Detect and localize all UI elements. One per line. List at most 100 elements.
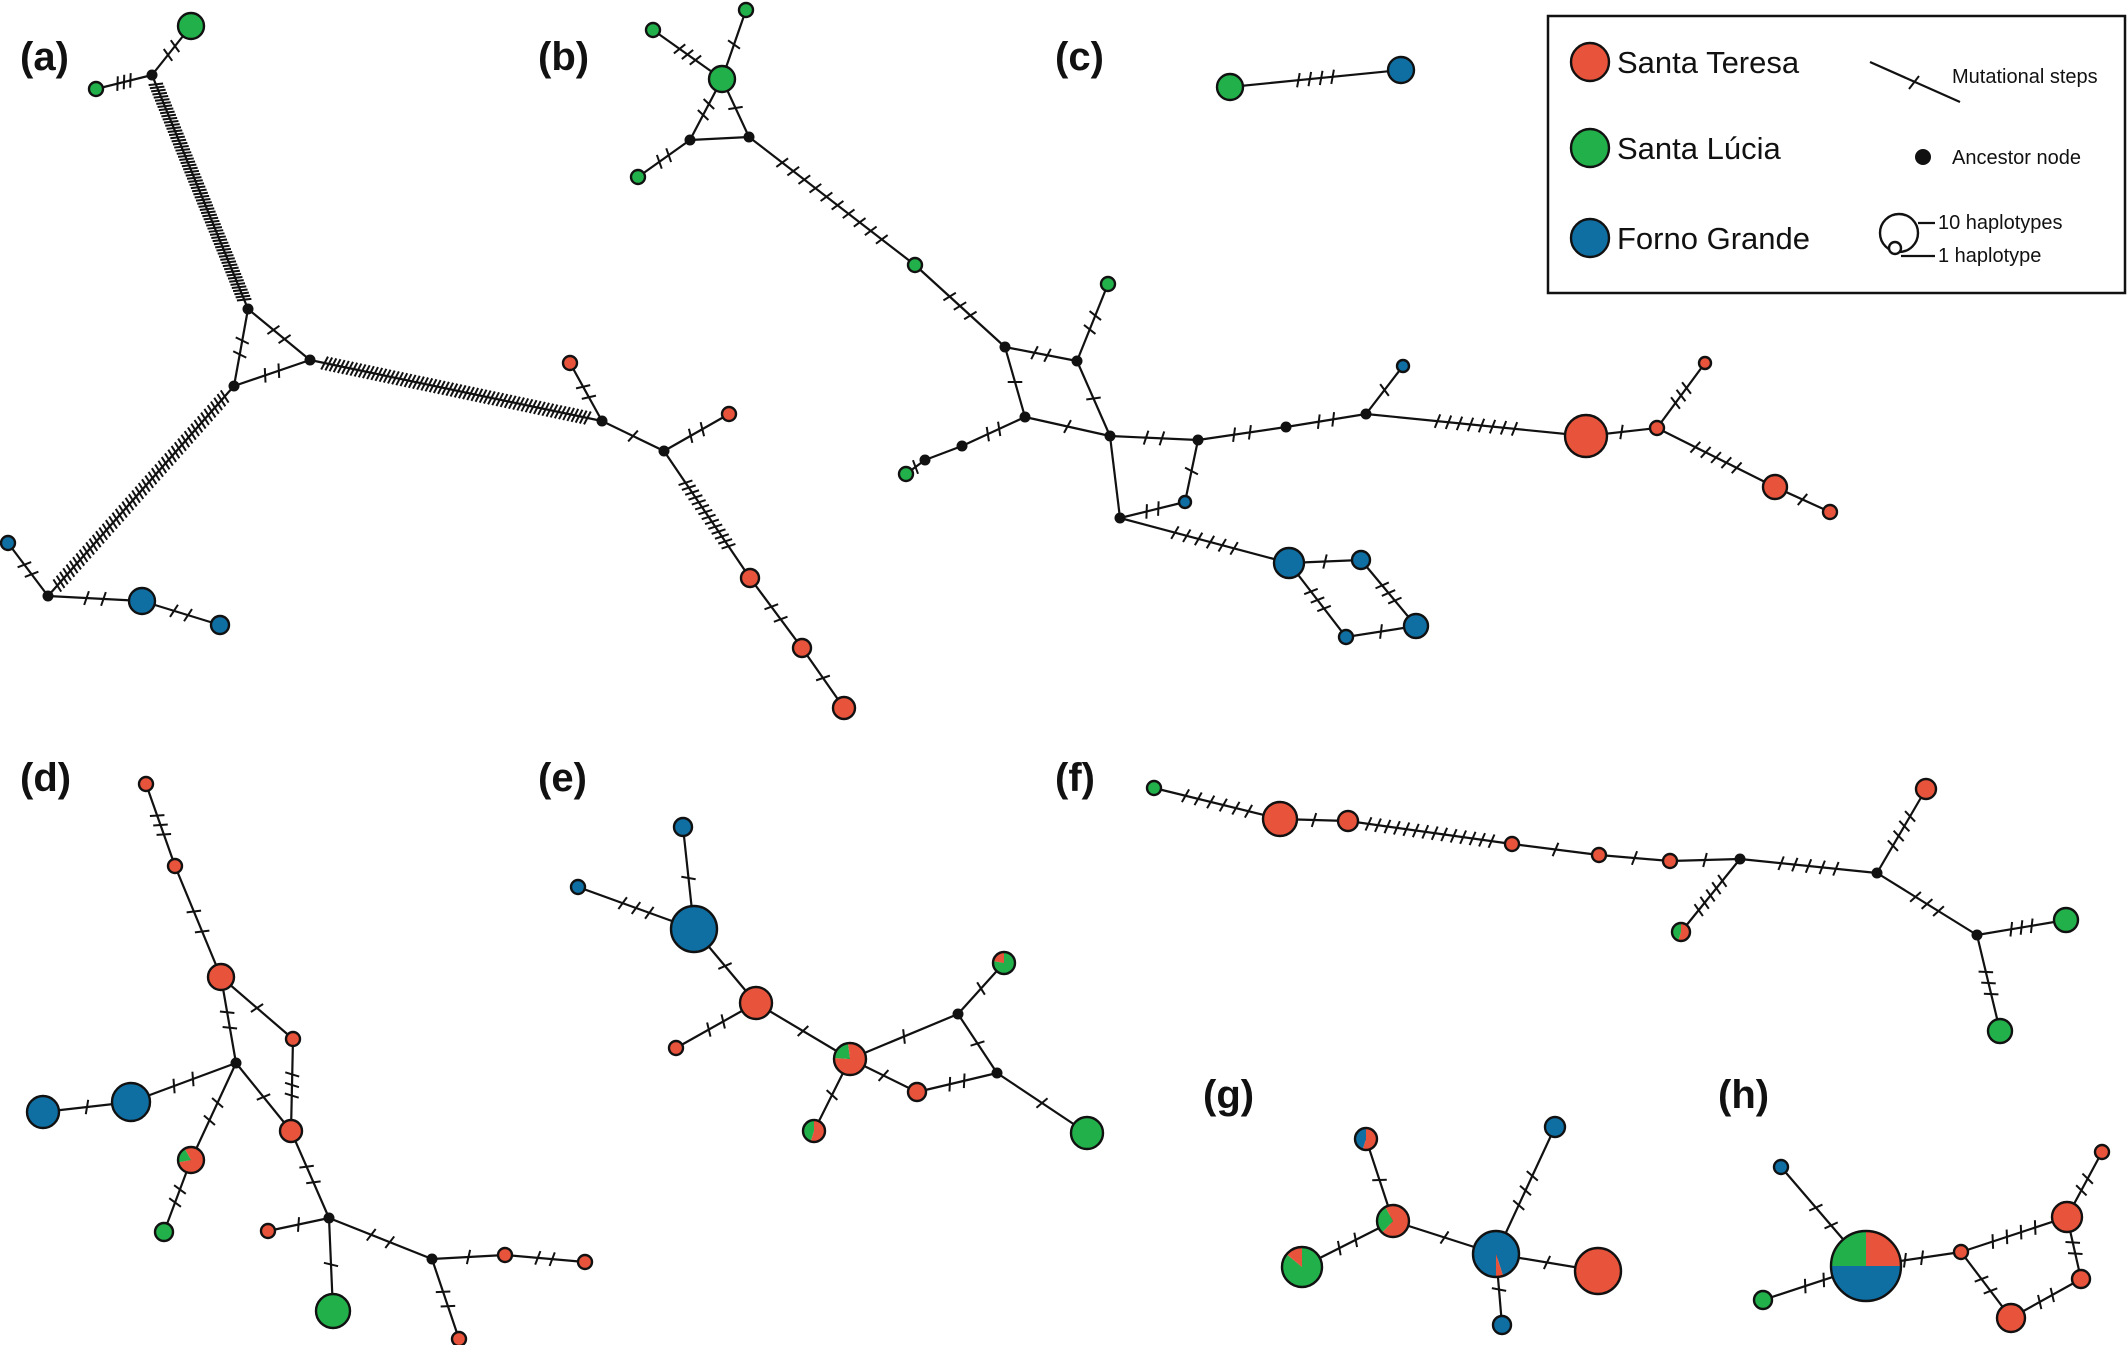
mutation-tick bbox=[1459, 830, 1467, 845]
mutation-tick bbox=[1439, 1230, 1450, 1245]
mutation-tick bbox=[82, 545, 92, 559]
ancestor-node bbox=[426, 1253, 438, 1265]
network-edge bbox=[957, 1013, 998, 1074]
pie-slice bbox=[847, 1043, 850, 1059]
mutation-tick bbox=[1717, 874, 1728, 888]
pie-slice bbox=[810, 1120, 825, 1142]
network-edge bbox=[1365, 365, 1404, 415]
mutation-tick bbox=[224, 266, 239, 271]
mutation-tick bbox=[708, 523, 723, 530]
mutation-tick bbox=[187, 426, 197, 441]
mutation-tick bbox=[1193, 532, 1204, 546]
network-edge bbox=[1075, 360, 1112, 437]
mutation-tick bbox=[151, 88, 166, 93]
legend-swatch-santa-lucia bbox=[1569, 127, 1611, 169]
mutation-tick bbox=[59, 571, 69, 585]
mutation-tick bbox=[704, 518, 720, 526]
mutation-tick bbox=[235, 336, 250, 345]
edge-line bbox=[1960, 1215, 2068, 1254]
ancestor-node bbox=[230, 1057, 242, 1069]
mutation-tick bbox=[1330, 69, 1335, 85]
network-edge bbox=[1285, 411, 1367, 430]
mutation-tick bbox=[432, 379, 442, 394]
mutation-tick bbox=[114, 508, 125, 522]
network-edge bbox=[1876, 872, 1978, 936]
mutation-tick bbox=[194, 194, 210, 199]
mutation-tick bbox=[524, 398, 534, 413]
mutation-tick bbox=[1551, 842, 1560, 857]
network-edge bbox=[1108, 435, 1122, 519]
mutation-tick bbox=[225, 269, 240, 274]
haplotype-node bbox=[1272, 546, 1306, 580]
mutation-tick bbox=[491, 391, 500, 406]
mutation-tick bbox=[2019, 920, 2024, 935]
mutation-tick bbox=[213, 241, 229, 246]
haplotype-node bbox=[153, 1221, 175, 1243]
legend-mutation-tick bbox=[1908, 75, 1920, 90]
mutation-tick bbox=[453, 384, 463, 398]
mutation-tick bbox=[357, 363, 367, 378]
network-edge bbox=[148, 74, 252, 310]
network-edge bbox=[1075, 283, 1110, 362]
haplotype-node-shared bbox=[1670, 921, 1692, 943]
network-edge bbox=[431, 1249, 506, 1265]
mutation-tick bbox=[424, 377, 434, 392]
mutation-tick bbox=[337, 359, 346, 374]
mutation-tick bbox=[1316, 604, 1332, 613]
pie-slice bbox=[993, 952, 1004, 963]
mutation-tick bbox=[698, 508, 713, 516]
network-edge bbox=[173, 865, 223, 978]
ancestor-node bbox=[956, 440, 968, 452]
haplotype-node bbox=[1952, 1243, 1970, 1261]
haplotype-node bbox=[176, 11, 206, 41]
mutation-tick bbox=[689, 54, 702, 66]
mutation-tick bbox=[1491, 1287, 1507, 1292]
mutation-tick bbox=[203, 216, 219, 221]
mutation-tick bbox=[711, 528, 726, 535]
mutation-tick bbox=[153, 823, 168, 827]
edge-line bbox=[219, 976, 238, 1064]
ancestor-node bbox=[1280, 421, 1292, 433]
mutation-tick bbox=[1083, 324, 1097, 335]
network-edge bbox=[1876, 788, 1927, 874]
mutation-tick bbox=[1693, 903, 1704, 917]
mutation-tick bbox=[323, 1261, 339, 1268]
pie-slice bbox=[1831, 1231, 1866, 1266]
mutation-tick bbox=[948, 1076, 952, 1092]
mutation-tick bbox=[1374, 818, 1382, 833]
ancestor-node bbox=[1360, 408, 1372, 420]
haplotype-node bbox=[278, 1118, 304, 1144]
mutation-tick bbox=[1920, 898, 1934, 910]
network-edge bbox=[569, 362, 603, 422]
network-edge bbox=[1360, 559, 1417, 627]
pie-slice bbox=[1377, 1206, 1393, 1233]
edge-line bbox=[637, 139, 691, 178]
edge-line bbox=[924, 444, 963, 462]
mutation-tick bbox=[942, 291, 957, 302]
ancestor-node bbox=[323, 1212, 335, 1224]
mutation-tick bbox=[441, 381, 450, 396]
edge-line bbox=[1365, 412, 1587, 438]
mutation-tick bbox=[161, 113, 176, 118]
mutation-tick bbox=[211, 235, 226, 240]
mutation-tick bbox=[1318, 70, 1324, 86]
network-edge bbox=[689, 135, 750, 142]
mutation-tick bbox=[160, 110, 175, 115]
network-edge bbox=[801, 647, 845, 709]
network-edge bbox=[1960, 1215, 2068, 1254]
mutation-tick bbox=[902, 1029, 906, 1044]
mutation-tick bbox=[220, 257, 235, 261]
mutation-tick bbox=[1803, 1278, 1807, 1294]
haplotype-node-shared bbox=[1829, 1229, 1903, 1303]
mutation-tick bbox=[583, 411, 592, 425]
mutation-tick bbox=[1232, 427, 1237, 443]
mutation-tick bbox=[2037, 1294, 2043, 1310]
edge-line bbox=[916, 1071, 998, 1094]
network-edge bbox=[1119, 516, 1290, 565]
mutation-tick bbox=[235, 294, 251, 299]
ancestor-node bbox=[999, 341, 1011, 353]
mutation-tick bbox=[1689, 441, 1702, 454]
mutation-tick bbox=[503, 394, 513, 409]
network-edge bbox=[1739, 856, 1878, 876]
haplotype-node bbox=[1350, 549, 1372, 571]
